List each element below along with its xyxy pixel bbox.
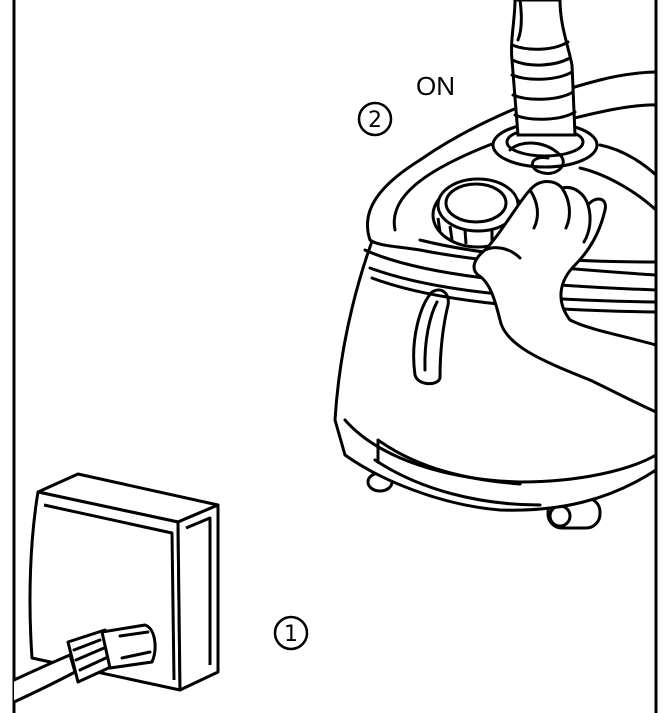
step-1-marker: 1 <box>275 617 307 649</box>
step-2-label: ON <box>416 71 455 101</box>
step-1-number: 1 <box>284 622 298 647</box>
step-2-marker: 2 <box>359 103 391 135</box>
step-2-number: 2 <box>368 108 382 133</box>
